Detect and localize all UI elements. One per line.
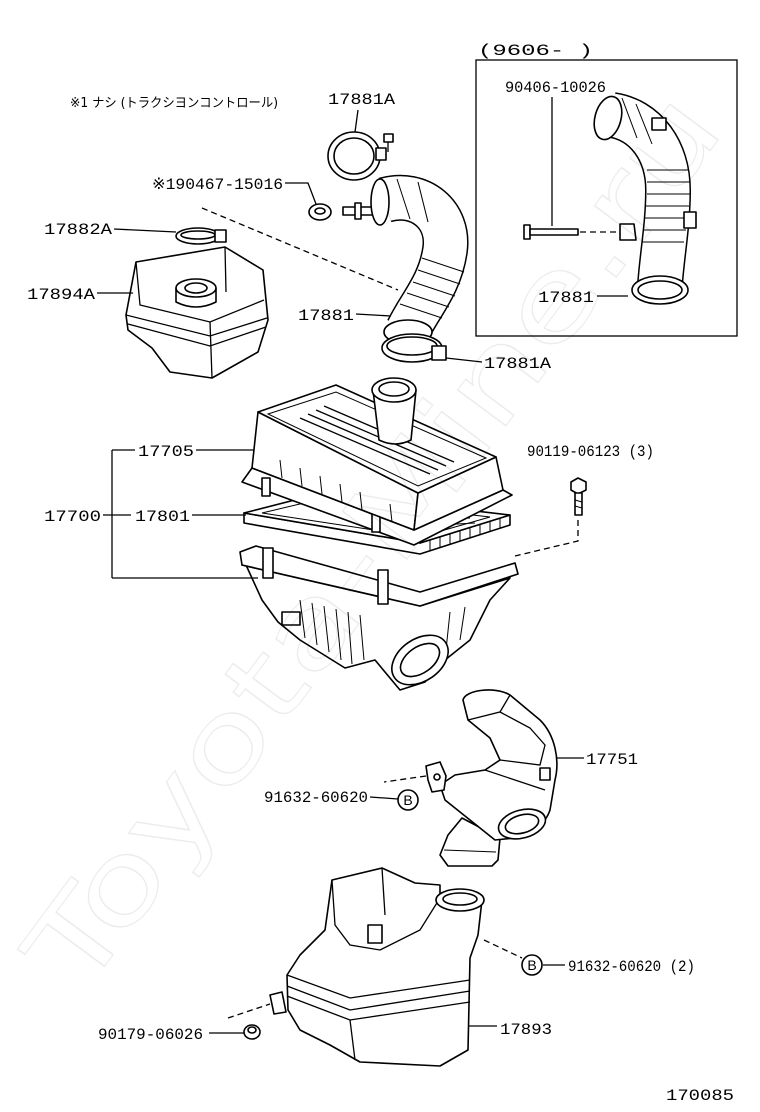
marker-b-lower: B xyxy=(521,954,543,976)
inlet-clip-dashed-leader xyxy=(383,775,427,783)
svg-text:B: B xyxy=(527,957,536,973)
intake-hose-label: 17881 xyxy=(298,307,354,325)
inset-frame xyxy=(475,59,738,337)
air-cleaner-assy-label: 17700 xyxy=(44,508,101,526)
note-text: ※1 ナシ (トラクシヨンコントロール) xyxy=(70,96,278,111)
inset-bolt-label: 90406-10026 xyxy=(505,79,606,97)
bolt-label: 90119-06123 (3) xyxy=(527,443,654,461)
lower-clip-label: 90179-06026 xyxy=(98,1026,203,1044)
upper-resonator-drawing xyxy=(125,246,269,379)
bolt-leader xyxy=(514,520,579,557)
lower-clamp-label: 17881A xyxy=(484,355,551,373)
air-cleaner-case-drawing xyxy=(239,545,519,691)
marker-b-upper: B xyxy=(397,789,419,811)
bolt-drawing xyxy=(570,477,587,516)
lower-clip-dashed-leader xyxy=(227,1003,271,1019)
inlet-clip-drawing xyxy=(425,761,447,793)
figure-number: 170085 xyxy=(666,1087,734,1105)
intake-hose-leader xyxy=(355,313,392,317)
inlet-clip-label: 91632-60620 xyxy=(264,789,368,807)
cap-sub-label: 17705 xyxy=(138,443,194,461)
upper-clamp-label: 17881A xyxy=(328,91,395,109)
inset-hose-label: 17881 xyxy=(538,289,594,307)
air-cleaner-cap-drawing xyxy=(241,377,513,546)
upper-clip-leader xyxy=(285,182,317,205)
inset-hose-drawing xyxy=(593,92,697,305)
lower-clip-drawing xyxy=(243,1024,261,1040)
resonator-dashed-link xyxy=(201,207,399,291)
lower-clamp-drawing xyxy=(381,333,447,363)
upper-clamp-drawing xyxy=(327,131,394,181)
resonator-clamp-label: 17882A xyxy=(44,221,112,239)
lower-resonator-drawing xyxy=(269,867,485,1067)
upper-clip-label: ※190467-15016 xyxy=(152,176,283,194)
intake-hose-drawing xyxy=(342,174,469,345)
resonator-clamp-drawing xyxy=(175,227,227,245)
upper-resonator-label: 17894A xyxy=(27,286,95,304)
resonator-clip-label: 91632-60620 (2) xyxy=(568,958,695,976)
svg-text:B: B xyxy=(403,792,412,808)
inset-period-label: (9606- ) xyxy=(478,42,593,60)
inset-panel: (9606- ) 90406-10026 xyxy=(475,42,738,337)
inlet-label: 17751 xyxy=(586,751,638,769)
inset-bolt-drawing xyxy=(523,223,637,241)
resonator-clamp-leader xyxy=(113,228,177,233)
lower-resonator-label: 17893 xyxy=(500,1021,552,1039)
lower-clamp-leader xyxy=(445,357,483,363)
assy-bracket-leaders xyxy=(103,449,258,579)
resonator-clip-dashed-leader xyxy=(483,939,523,959)
inlet-clip-leader xyxy=(369,796,399,800)
upper-clamp-leader xyxy=(354,109,359,133)
element-label: 17801 xyxy=(135,508,190,526)
upper-clip-drawing xyxy=(308,203,332,221)
air-inlet-drawing xyxy=(439,689,558,867)
